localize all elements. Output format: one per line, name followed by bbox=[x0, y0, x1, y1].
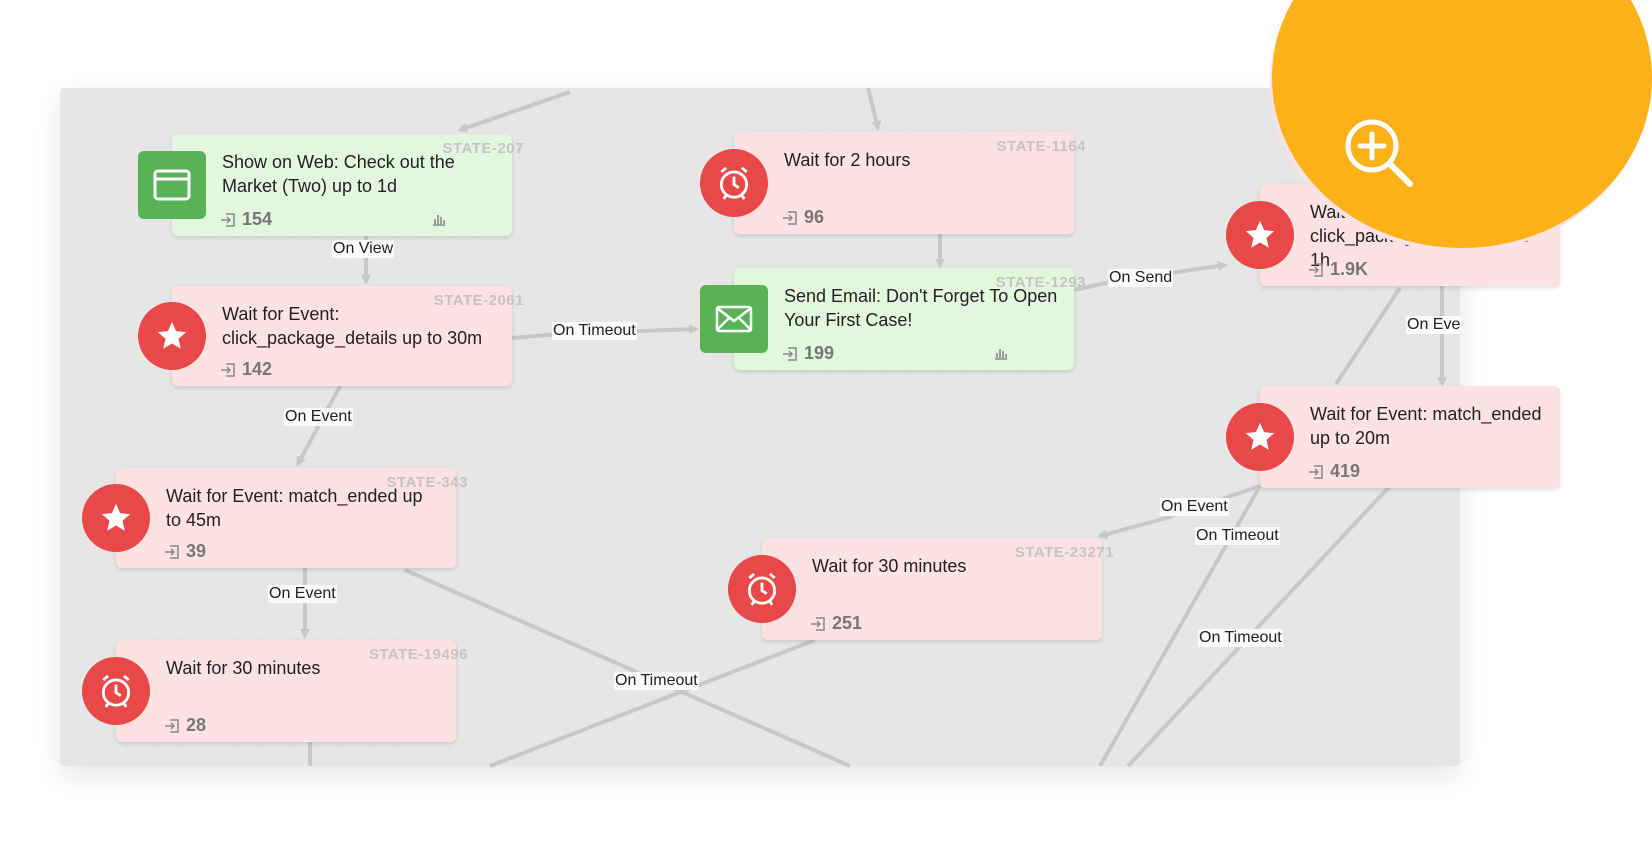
enter-icon bbox=[165, 544, 179, 559]
node-title: Wait for 30 minutes bbox=[812, 556, 967, 576]
timer-badge bbox=[728, 555, 796, 623]
event-badge bbox=[1226, 403, 1294, 471]
edge-top-in-1164 bbox=[866, 87, 882, 131]
node-entry-count: 142 bbox=[220, 359, 272, 380]
event-badge bbox=[82, 484, 150, 552]
edge-label-on-timeout: On Timeout bbox=[552, 322, 637, 340]
enter-icon bbox=[221, 362, 235, 377]
state-id: STATE-2061 bbox=[433, 292, 524, 309]
edge-label-on-send: On Send bbox=[1108, 269, 1174, 287]
edge-on-timeout-2b bbox=[489, 638, 816, 768]
envelope-icon bbox=[715, 305, 753, 333]
enter-icon bbox=[221, 212, 235, 227]
flow-node-state-23271[interactable]: STATE-23271 Wait for 30 minutes 251 bbox=[728, 538, 1113, 640]
zoom-in-icon bbox=[1345, 119, 1413, 187]
zoom-corner-disc bbox=[1272, 0, 1652, 248]
star-icon bbox=[1245, 220, 1275, 248]
zoom-in-button[interactable] bbox=[1338, 112, 1418, 192]
enter-icon bbox=[1309, 464, 1323, 479]
node-entry-count: 251 bbox=[810, 613, 862, 634]
edge-on-timeout-2a bbox=[404, 568, 851, 768]
node-title: Wait for Event: click_package_details up… bbox=[222, 304, 483, 348]
alarm-clock-icon bbox=[101, 674, 131, 708]
node-entry-count: 199 bbox=[782, 343, 834, 364]
node-title: Wait for 2 hours bbox=[784, 150, 911, 170]
flow-node-right-2[interactable]: Wait for Event: match_ended up to 20m 41… bbox=[1226, 386, 1560, 488]
node-title: Show on Web: Check out the Market (Two) … bbox=[222, 152, 455, 196]
flow-node-state-1293[interactable]: STATE-1293 Send Email: Don't Forget To O… bbox=[700, 268, 1085, 370]
state-id: STATE-1293 bbox=[995, 274, 1086, 291]
enter-icon bbox=[783, 210, 797, 225]
enter-icon bbox=[783, 346, 797, 361]
node-entry-count: 1.9K bbox=[1308, 259, 1368, 280]
node-entry-count: 96 bbox=[782, 207, 824, 228]
edge-label-on-event: On Event bbox=[1160, 498, 1229, 516]
edge-label-on-event: On Eve bbox=[1406, 316, 1462, 334]
enter-icon bbox=[811, 616, 825, 631]
bar-chart-icon[interactable] bbox=[432, 212, 446, 226]
flow-node-state-19496[interactable]: STATE-19496 Wait for 30 minutes 28 bbox=[82, 640, 467, 742]
star-icon bbox=[101, 503, 131, 531]
flow-node-state-343[interactable]: STATE-343 Wait for Event: match_ended up… bbox=[82, 468, 467, 568]
edge-on-timeout-4 bbox=[1126, 484, 1392, 768]
edge-label-on-event: On Event bbox=[284, 408, 353, 426]
state-id: STATE-1164 bbox=[996, 138, 1086, 155]
event-badge bbox=[138, 302, 206, 370]
flow-node-state-207[interactable]: STATE-207 Show on Web: Check out the Mar… bbox=[138, 134, 523, 236]
edge-on-event-3 bbox=[1097, 484, 1261, 539]
star-icon bbox=[157, 321, 187, 349]
enter-icon bbox=[1309, 262, 1323, 277]
flow-node-state-2061[interactable]: STATE-2061 Wait for Event: click_package… bbox=[138, 286, 523, 386]
web-badge bbox=[138, 151, 206, 219]
bar-chart-icon[interactable] bbox=[994, 346, 1008, 360]
edge-label-on-event: On Event bbox=[268, 585, 337, 603]
edge-label-on-timeout: On Timeout bbox=[1195, 527, 1280, 545]
browser-window-icon bbox=[153, 169, 191, 201]
flow-canvas[interactable]: On View On Timeout On Send On Event On E… bbox=[60, 87, 1560, 768]
state-id: STATE-343 bbox=[386, 474, 468, 491]
node-title: Wait for Event: match_ended up to 20m bbox=[1310, 404, 1542, 448]
node-title: Wait for 30 minutes bbox=[166, 658, 321, 678]
edge-label-on-view: On View bbox=[332, 240, 395, 258]
edge-r1-diag bbox=[1334, 286, 1402, 386]
event-badge bbox=[1226, 201, 1294, 269]
timer-badge bbox=[82, 657, 150, 725]
email-badge bbox=[700, 285, 768, 353]
node-title: Send Email: Don't Forget To Open Your Fi… bbox=[784, 286, 1058, 330]
alarm-clock-icon bbox=[719, 166, 749, 200]
node-entry-count: 419 bbox=[1308, 461, 1360, 482]
flow-node-state-1164[interactable]: STATE-1164 Wait for 2 hours 96 bbox=[700, 132, 1085, 234]
state-id: STATE-23271 bbox=[1014, 544, 1114, 561]
edge-label-on-timeout: On Timeout bbox=[1198, 629, 1283, 647]
node-entry-count: 154 bbox=[220, 209, 272, 230]
node-entry-count: 39 bbox=[164, 541, 206, 562]
edge-top-in-207 bbox=[457, 90, 571, 133]
node-title: Wait for Event: match_ended up to 45m bbox=[166, 486, 423, 530]
edge-label-on-timeout: On Timeout bbox=[614, 672, 699, 690]
state-id: STATE-207 bbox=[442, 140, 524, 157]
alarm-clock-icon bbox=[747, 572, 777, 606]
node-entry-count: 28 bbox=[164, 715, 206, 736]
state-id: STATE-19496 bbox=[368, 646, 468, 663]
star-icon bbox=[1245, 422, 1275, 450]
timer-badge bbox=[700, 149, 768, 217]
enter-icon bbox=[165, 718, 179, 733]
